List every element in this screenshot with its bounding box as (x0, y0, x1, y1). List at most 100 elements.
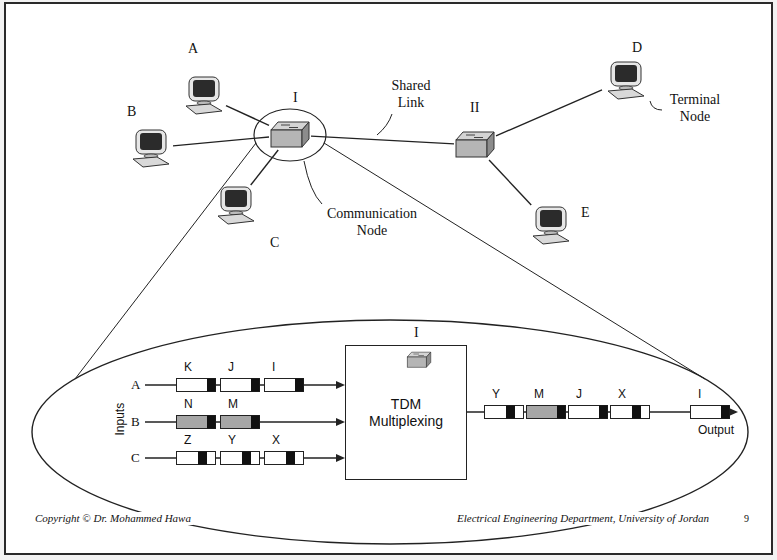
packet-box: Z (176, 451, 216, 465)
switch-front (271, 130, 302, 147)
node-label: II (470, 100, 479, 116)
leader-line (377, 114, 392, 135)
packet-header (632, 406, 641, 419)
packet-body (177, 416, 216, 429)
terminal-node: C (212, 185, 258, 225)
page-number: 9 (742, 513, 751, 525)
switch-arrow (474, 137, 483, 138)
switch-icon (454, 130, 496, 160)
arrow-head (729, 408, 738, 416)
packet-shape (484, 405, 524, 419)
packet-body (221, 416, 260, 429)
node-label: C (270, 235, 279, 251)
packet-box: X (610, 405, 650, 419)
terminal-node: D (602, 60, 648, 100)
packet-header (295, 379, 304, 392)
keyboard (533, 234, 569, 244)
switch-side (302, 122, 309, 147)
packet-shape (220, 378, 260, 392)
packet-shape (264, 451, 304, 465)
terminal-node: E (527, 205, 573, 245)
slide-frame (5, 3, 772, 554)
packet-box: Y (220, 451, 260, 465)
leader-line (304, 161, 322, 204)
packet-box: I (264, 378, 304, 392)
packet-label: I (272, 361, 275, 375)
link-line (489, 160, 531, 205)
callout-label: Terminal Node (664, 92, 726, 126)
packet-header (557, 406, 566, 419)
computer-icon (602, 60, 648, 100)
packet-body (569, 406, 608, 419)
packet-body (527, 406, 566, 419)
switch-icon (406, 351, 432, 369)
packet-label: Y (228, 434, 236, 448)
box-text-group: TDM Multiplexing (356, 396, 456, 430)
packet-label: M (228, 398, 238, 412)
packet-box: J (220, 378, 260, 392)
link-line (173, 137, 269, 146)
packet-header (721, 406, 730, 419)
packet-body (611, 406, 650, 419)
computer-icon (127, 128, 173, 168)
packet-label: K (184, 361, 192, 375)
packet-shape (264, 378, 304, 392)
monitor-body (136, 130, 166, 154)
packet-label: Z (184, 434, 191, 448)
focus-ring (254, 109, 326, 161)
input-name: B (131, 414, 140, 430)
keyboard (186, 104, 222, 114)
switch-arrow (281, 125, 290, 126)
packet-header (251, 416, 260, 429)
link-line (311, 136, 454, 144)
packet-shape (176, 378, 216, 392)
packet-box: M (220, 415, 260, 429)
node-label: D (632, 40, 642, 56)
node-label: I (293, 90, 298, 106)
footer-note: Electrical Engineering Department, Unive… (455, 512, 711, 525)
monitor-body (611, 62, 641, 86)
packet-header (599, 406, 608, 419)
packet-body (177, 452, 216, 465)
packet-body (265, 379, 304, 392)
monitor-screen (540, 210, 562, 227)
packet-body (221, 452, 260, 465)
packet-header (207, 379, 216, 392)
keyboard (218, 214, 254, 224)
packet-box: J (568, 405, 608, 419)
arrow-head (336, 381, 345, 389)
packet-body (221, 379, 260, 392)
switch-front (456, 140, 487, 157)
node-label: B (127, 104, 136, 120)
packet-box: X (264, 451, 304, 465)
monitor-body (536, 207, 566, 231)
packet-body (265, 452, 304, 465)
zoom-line (75, 143, 256, 379)
packet-shape (610, 405, 650, 419)
monitor-body (189, 77, 219, 101)
process-box: TDM MultiplexingI (345, 345, 467, 480)
packet-box: Y (484, 405, 524, 419)
switch-front (407, 357, 426, 367)
switch-arrow (289, 127, 298, 128)
node-label: A (188, 41, 198, 57)
computer-icon (180, 75, 226, 115)
packet-body (691, 406, 730, 419)
packet-header (251, 379, 260, 392)
packet-label: J (576, 388, 582, 402)
packet-shape (176, 415, 216, 429)
packet-label: X (272, 434, 280, 448)
terminal-node: A (180, 75, 226, 115)
terminal-node: B (127, 128, 173, 168)
packet-label: X (618, 388, 626, 402)
node-label: I (414, 325, 419, 341)
computer-icon (527, 205, 573, 245)
input-name: A (131, 377, 140, 393)
monitor-screen (615, 65, 637, 82)
packet-shape (220, 415, 260, 429)
keyboard (608, 89, 644, 99)
packet-label: I (698, 388, 701, 402)
output-name: Output (698, 423, 734, 437)
monitor-body (221, 187, 251, 211)
